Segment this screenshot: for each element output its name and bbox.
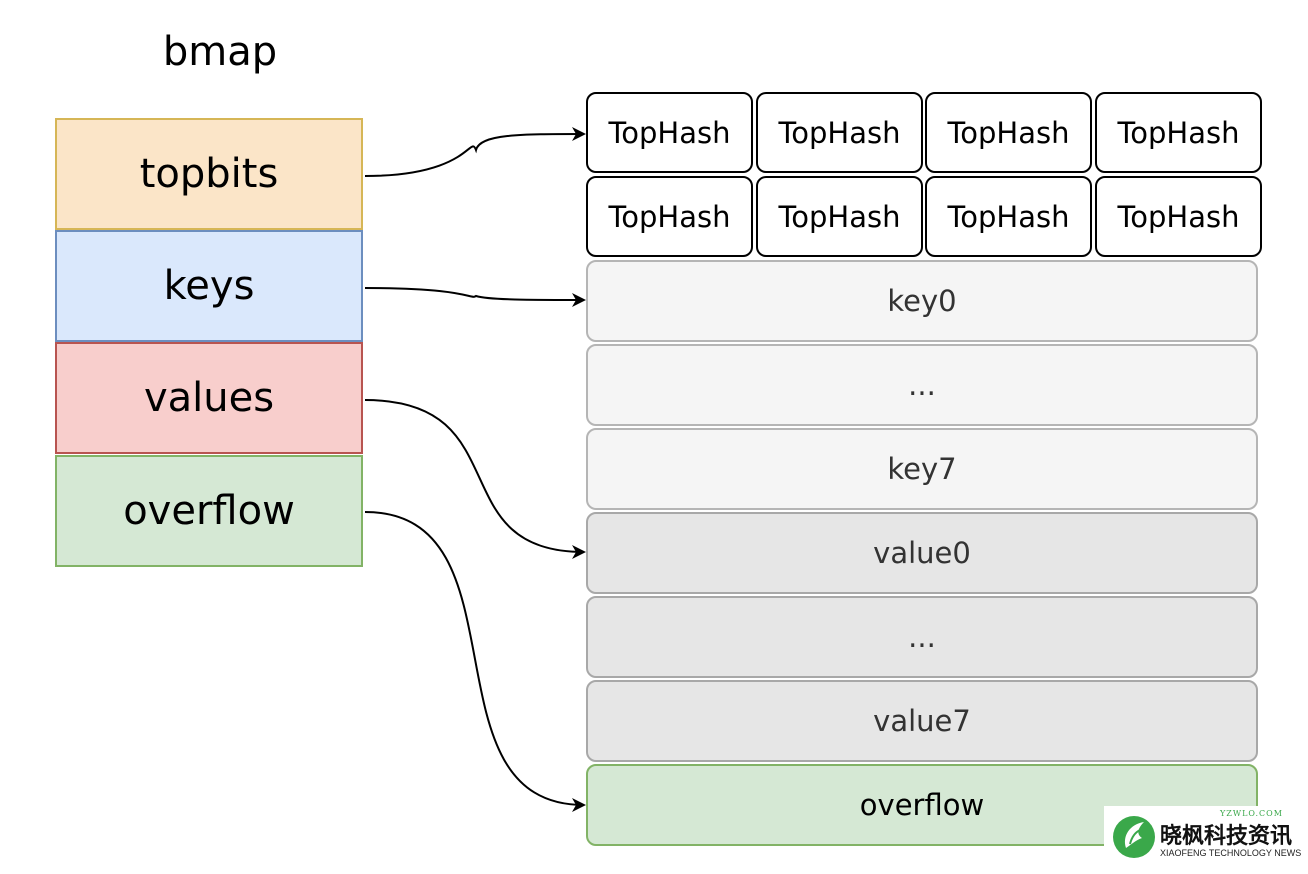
arrow-topbits <box>364 127 586 177</box>
tophash-cell: TopHash <box>925 92 1092 173</box>
tophash-cell: TopHash <box>1095 176 1262 257</box>
tophash-cell: TopHash <box>586 176 753 257</box>
field-topbits: topbits <box>55 118 363 230</box>
watermark: YZWLO.COM 晓枫科技资讯 XIAOFENG TECHNOLOGY NEW… <box>1104 806 1304 868</box>
row-value0: value0 <box>586 512 1258 594</box>
field-keys: keys <box>55 230 363 342</box>
field-overflow: overflow <box>55 455 363 567</box>
leaf-logo-icon <box>1113 816 1155 858</box>
tophash-cell: TopHash <box>925 176 1092 257</box>
row-key7: key7 <box>586 428 1258 510</box>
watermark-name-cn: 晓枫科技资讯 <box>1160 824 1293 849</box>
field-values: values <box>55 342 363 454</box>
watermark-url: YZWLO.COM <box>1220 809 1283 818</box>
row-key0: key0 <box>586 260 1258 342</box>
tophash-cell: TopHash <box>1095 92 1262 173</box>
arrow-overflow <box>364 511 586 812</box>
watermark-name-en: XIAOFENG TECHNOLOGY NEWS <box>1160 848 1302 858</box>
tophash-cell: TopHash <box>756 176 923 257</box>
tophash-cell: TopHash <box>756 92 923 173</box>
diagram-title: bmap <box>162 29 278 75</box>
row-value7: value7 <box>586 680 1258 762</box>
arrow-values <box>364 399 586 559</box>
row-value-ellipsis: ... <box>586 596 1258 678</box>
row-key-ellipsis: ... <box>586 344 1258 426</box>
tophash-cell: TopHash <box>586 92 753 173</box>
arrow-keys <box>364 287 586 307</box>
